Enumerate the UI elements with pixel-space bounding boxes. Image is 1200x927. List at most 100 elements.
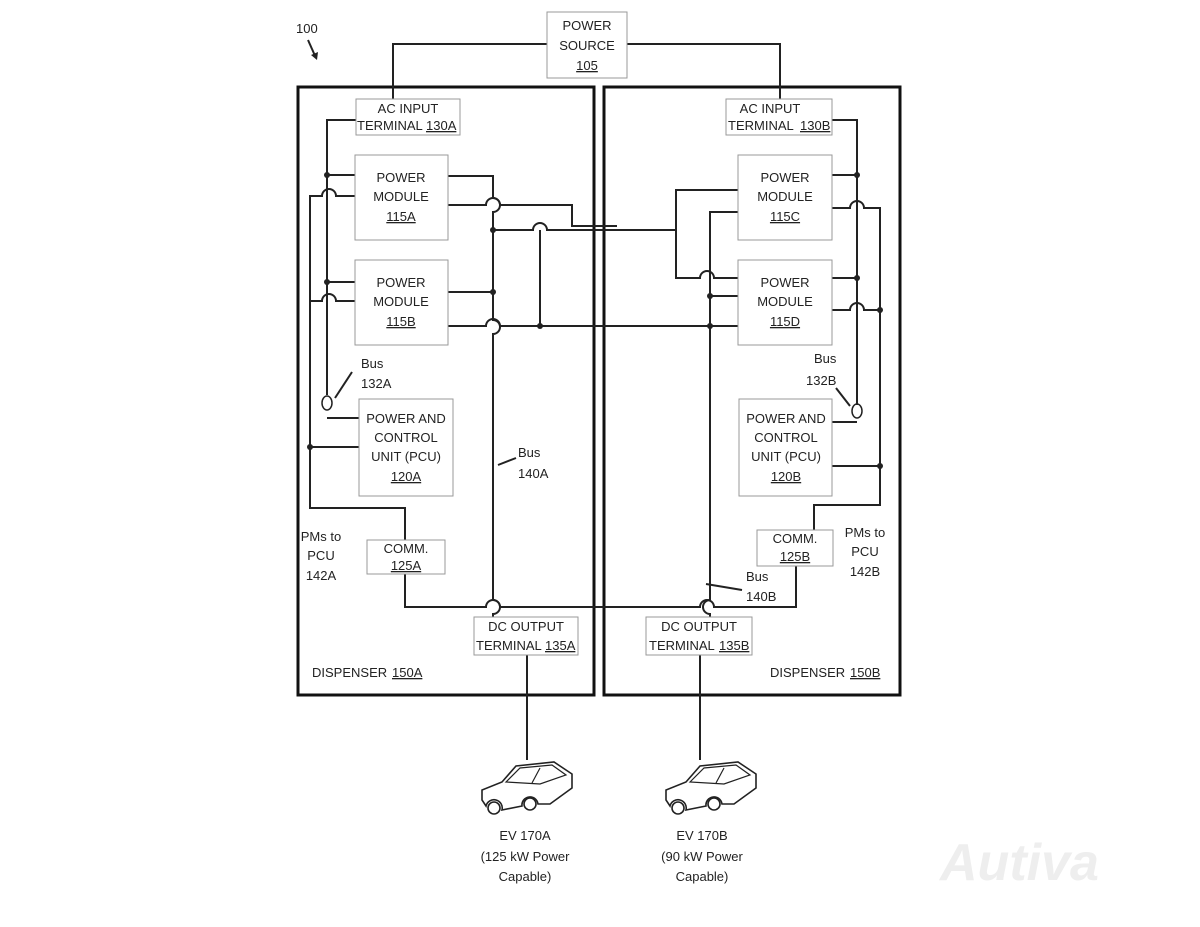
junction-dot [877,463,883,469]
svg-text:135A: 135A [545,638,576,653]
dc-output-terminal-135b: DC OUTPUT TERMINAL 135B [645,616,753,656]
svg-text:115C: 115C [770,209,800,224]
dispenser-150b-label: DISPENSER [770,665,845,680]
pms-to-pcu-142a-line1: PMs to [301,529,341,544]
junction-dot [490,289,496,295]
bus-140a [448,175,501,618]
bus-132a-label: Bus [361,356,384,371]
svg-text:MODULE: MODULE [373,294,429,309]
svg-text:115B: 115B [386,314,415,329]
pms-to-pcu-142b-lower [832,302,880,311]
ev-170b-capability: (90 kW Power [661,849,743,864]
ac-input-terminal-130a: AC INPUT TERMINAL 130A [355,98,461,136]
svg-text:135B: 135B [719,638,749,653]
svg-text:POWER AND: POWER AND [746,411,825,426]
bus-140b-ref: 140B [746,589,776,604]
ac-input-terminal-130b: AC INPUT TERMINAL 130B [725,98,833,136]
bus-140b-leader [705,583,743,591]
svg-text:AC INPUT: AC INPUT [378,101,439,116]
svg-text:125A: 125A [391,558,422,573]
junction-dot [877,307,883,313]
ev-170a-capability-end: Capable) [499,869,552,884]
dispenser-150a-label: DISPENSER [312,665,387,680]
svg-text:TERMINAL: TERMINAL [728,118,794,133]
svg-text:TERMINAL: TERMINAL [476,638,542,653]
bus-132b-ref: 132B [806,373,836,388]
svg-text:120A: 120A [391,469,422,484]
car-icon [481,761,573,815]
pms-to-pcu-142b-line1: PMs to [845,525,885,540]
junction-dot [707,323,713,329]
power-module-115a: POWER MODULE 115A [354,154,449,241]
bus-132a-leader [334,371,353,399]
car-icon [665,761,757,815]
svg-text:UNIT (PCU): UNIT (PCU) [371,449,441,464]
junction-dot [324,279,330,285]
bus-132a-ref: 132A [361,376,392,391]
pm-115a-crosslink [448,197,617,227]
ev-170b-label: EV 170B [676,828,727,843]
junction-dot [854,172,860,178]
bus-132a-marker [321,395,333,411]
bus-132b-label: Bus [814,351,837,366]
power-feed-right [627,43,781,100]
bus-140a-label: Bus [518,445,541,460]
svg-text:POWER AND: POWER AND [366,411,445,426]
dc-output-terminal-135a: DC OUTPUT TERMINAL 135A [473,616,579,656]
bus-140a-leader [497,457,517,466]
svg-text:CONTROL: CONTROL [374,430,438,445]
figure-arrow-head [311,52,318,60]
bus-132b-leader [835,387,851,407]
watermark-logo: Autiva [938,834,1099,892]
svg-text:MODULE: MODULE [757,294,813,309]
svg-text:MODULE: MODULE [373,189,429,204]
comm-125b: COMM. 125B [756,529,834,567]
pm-115b-crosslink [448,318,592,327]
ev-170a-capability: (125 kW Power [481,849,571,864]
svg-text:AC INPUT: AC INPUT [740,101,801,116]
svg-text:POWER: POWER [760,275,809,290]
svg-text:UNIT (PCU): UNIT (PCU) [751,449,821,464]
bus-140b-label: Bus [746,569,769,584]
svg-text:POWER: POWER [760,170,809,185]
ev-170a-label: EV 170A [499,828,551,843]
pcu-120a: POWER AND CONTROL UNIT (PCU) 120A [358,398,454,497]
svg-text:TERMINAL: TERMINAL [649,638,715,653]
pcu-120b: POWER AND CONTROL UNIT (PCU) 120B [738,398,833,497]
junction-dot [854,275,860,281]
junction-dot [490,227,496,233]
pm-115c-to-115d [675,189,738,279]
pms-to-pcu-142a-upper [309,188,406,540]
pms-to-pcu-142b-upper [813,200,881,530]
ac-bus-132b [832,119,858,405]
svg-text:MODULE: MODULE [757,189,813,204]
svg-text:TERMINAL: TERMINAL [357,118,423,133]
svg-text:120B: 120B [771,469,801,484]
dispenser-150a-ref: 150A [392,665,423,680]
pms-to-pcu-142b-ref: 142B [850,564,880,579]
svg-text:DC OUTPUT: DC OUTPUT [488,619,564,634]
svg-text:DC OUTPUT: DC OUTPUT [661,619,737,634]
svg-text:115A: 115A [386,209,416,224]
comm-125a: COMM. 125A [366,539,446,575]
svg-text:POWER: POWER [562,18,611,33]
svg-text:115D: 115D [770,314,800,329]
svg-text:SOURCE: SOURCE [559,38,615,53]
svg-text:POWER: POWER [376,170,425,185]
svg-text:COMM.: COMM. [384,541,429,556]
power-source-ref: 105 [576,58,598,73]
power-feed-left [392,43,547,100]
junction-dot [537,323,543,329]
junction-dot [324,172,330,178]
svg-text:125B: 125B [780,549,810,564]
power-module-115c: POWER MODULE 115C [737,154,833,241]
pm-115a-bus-crosslink [493,222,592,231]
svg-text:POWER: POWER [376,275,425,290]
ac-bus-132a [326,119,356,395]
svg-text:130B: 130B [800,118,830,133]
pms-to-pcu-142a-line2: PCU [307,548,334,563]
pms-to-pcu-142a-lower [310,293,359,302]
power-module-115d: POWER MODULE 115D [737,259,833,346]
dispenser-150a-frame [296,85,596,697]
